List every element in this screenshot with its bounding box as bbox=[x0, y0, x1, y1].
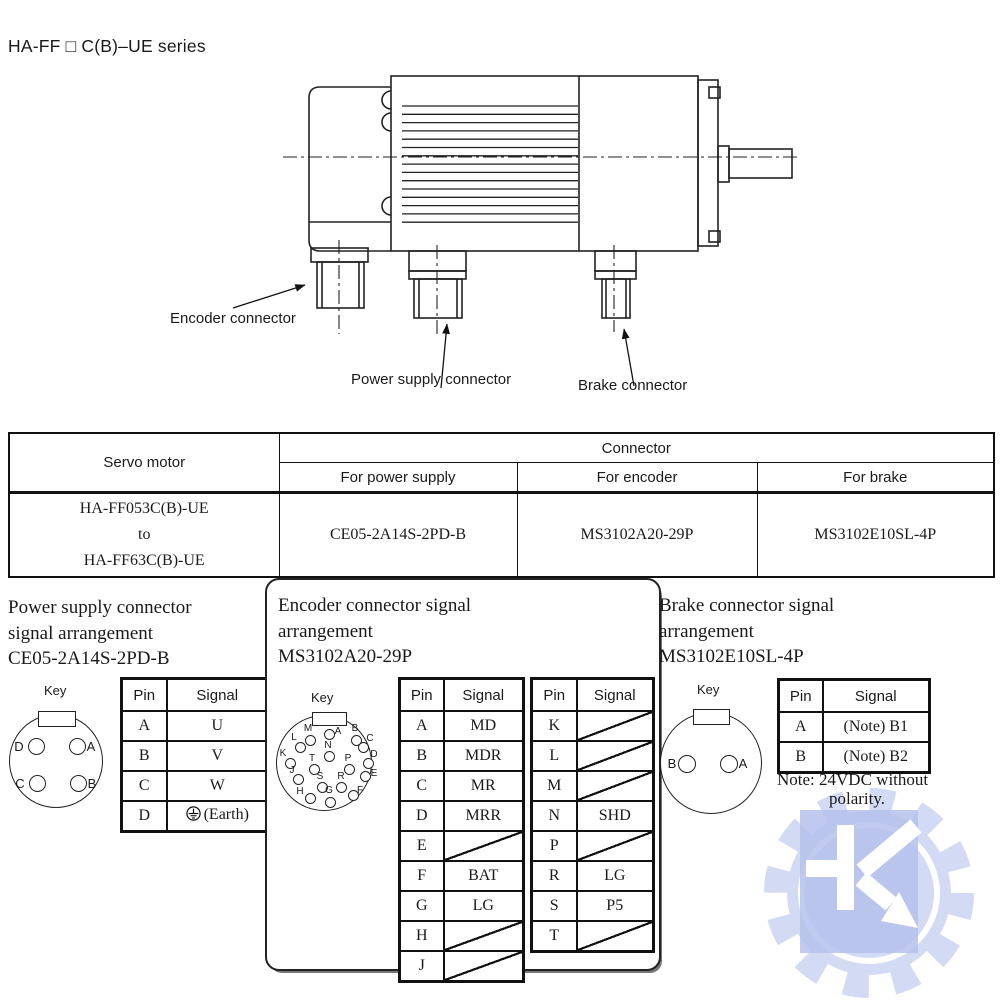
key-pin bbox=[363, 758, 374, 769]
encoder-connector-label: Encoder connector bbox=[170, 310, 296, 327]
key-pin bbox=[678, 755, 696, 773]
key-pin bbox=[336, 782, 347, 793]
connector-selection-table: Servo motor Connector For power supply F… bbox=[8, 432, 995, 578]
key-pin-label: K bbox=[279, 748, 287, 759]
key-pin-label: N bbox=[324, 740, 332, 751]
key-pin bbox=[295, 742, 306, 753]
table-row: HA-FF053C(B)-UE to HA-FF63C(B)-UE CE05-2… bbox=[8, 491, 995, 578]
gear-k-logo-watermark-icon bbox=[764, 788, 974, 998]
servo-motor-range: HA-FF053C(B)-UE to HA-FF63C(B)-UE bbox=[8, 491, 280, 578]
key-label: Key bbox=[44, 683, 67, 698]
key-pin bbox=[325, 797, 336, 808]
key-pin bbox=[317, 782, 328, 793]
key-pin bbox=[293, 774, 304, 785]
key-label: Key bbox=[311, 690, 334, 705]
key-pin bbox=[309, 764, 320, 775]
key-pin-label: J bbox=[289, 765, 295, 776]
page-title: HA-FF □ C(B)–UE series bbox=[8, 36, 206, 56]
earth-signal-cell: (Earth) bbox=[165, 800, 270, 833]
key-pin-label: H bbox=[296, 786, 304, 797]
key-pin bbox=[69, 738, 86, 755]
key-pin-label: A bbox=[334, 726, 342, 737]
key-pin bbox=[29, 775, 46, 792]
key-pin-label: G bbox=[325, 785, 333, 796]
power-section-title: Power supply connector signal arrangemen… bbox=[8, 597, 192, 669]
key-notch bbox=[693, 709, 730, 725]
key-pin bbox=[344, 764, 355, 775]
key-pin bbox=[358, 742, 369, 753]
key-pin bbox=[348, 790, 359, 801]
header-servo-motor: Servo motor bbox=[8, 432, 280, 493]
key-pin-label: M bbox=[303, 723, 313, 734]
key-pin bbox=[324, 729, 335, 740]
earth-ground-icon bbox=[185, 806, 201, 826]
header-for-power-supply: For power supply bbox=[278, 462, 518, 493]
key-pin-label: B bbox=[87, 776, 97, 791]
key-pin bbox=[70, 775, 87, 792]
key-label: Key bbox=[697, 682, 720, 697]
key-pin-label: D bbox=[14, 739, 24, 754]
key-pin-label: B bbox=[667, 756, 677, 771]
key-pin-label: A bbox=[86, 739, 96, 754]
key-pin-label: T bbox=[308, 753, 316, 764]
key-pin-label: F bbox=[356, 785, 364, 796]
key-pin bbox=[720, 755, 738, 773]
header-for-encoder: For encoder bbox=[516, 462, 758, 493]
brake-note: Note: 24VDC without polarity. bbox=[777, 770, 929, 808]
key-pin-label: R bbox=[337, 771, 345, 782]
key-notch bbox=[38, 711, 76, 727]
servo-motor-drawing bbox=[232, 75, 797, 389]
key-pin-label: C bbox=[366, 733, 374, 744]
power-key-diagram bbox=[9, 714, 103, 808]
key-pin bbox=[305, 735, 316, 746]
brake-section-title: Brake connector signal arrangement MS310… bbox=[659, 595, 835, 667]
key-pin-label: S bbox=[316, 771, 324, 782]
key-pin-label: E bbox=[370, 768, 378, 779]
key-pin bbox=[285, 758, 296, 769]
key-pin-label: A bbox=[738, 756, 748, 771]
key-pin bbox=[28, 738, 45, 755]
key-pin-label: P bbox=[344, 753, 352, 764]
key-pin-label: D bbox=[370, 749, 378, 760]
power-supply-connector-model: CE05-2A14S-2PD-B bbox=[278, 491, 518, 578]
key-notch bbox=[312, 712, 347, 726]
key-pin bbox=[324, 751, 335, 762]
brake-key-diagram bbox=[660, 712, 762, 814]
header-connector: Connector bbox=[278, 432, 995, 463]
key-pin-label: B bbox=[351, 723, 359, 734]
key-pin bbox=[351, 735, 362, 746]
encoder-section-title: Encoder connector signal arrangement MS3… bbox=[278, 595, 472, 667]
key-pin bbox=[305, 793, 316, 804]
encoder-connector-model: MS3102A20-29P bbox=[516, 491, 758, 578]
key-pin-label: C bbox=[15, 776, 25, 791]
header-for-brake: For brake bbox=[756, 462, 995, 493]
brake-connector-label: Brake connector bbox=[578, 377, 688, 394]
brake-connector-model: MS3102E10SL-4P bbox=[756, 491, 995, 578]
power-supply-connector-label: Power supply connector bbox=[351, 371, 512, 388]
key-pin bbox=[360, 771, 371, 782]
key-pin-label: L bbox=[291, 732, 297, 743]
